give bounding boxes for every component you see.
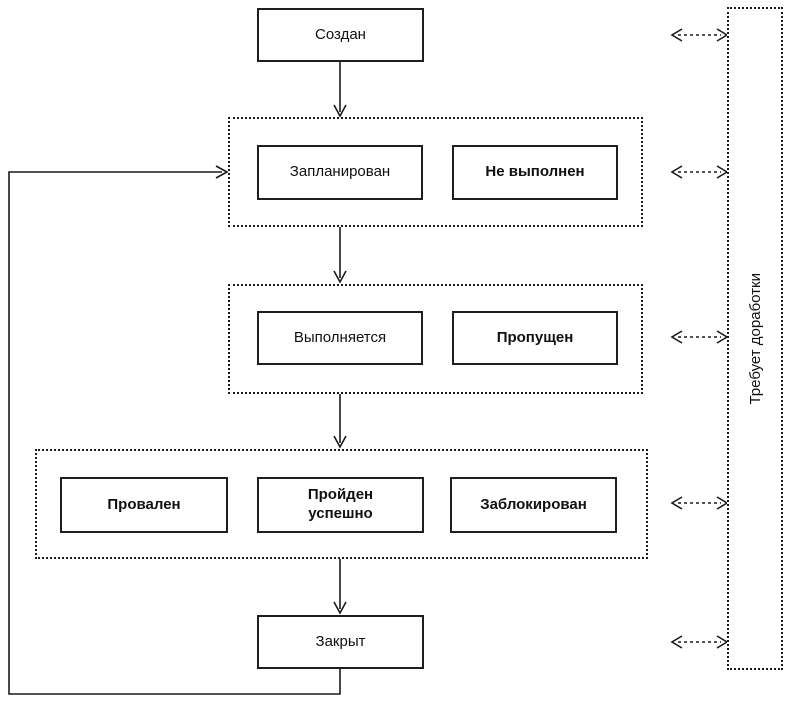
arrow-created-to-planned-group xyxy=(333,62,347,118)
state-not-executed-label: Не выполнен xyxy=(485,163,585,181)
state-planned-label: Запланирован xyxy=(289,163,391,181)
state-in-progress-label: Выполняется xyxy=(293,328,387,346)
state-planned: Запланирован xyxy=(257,145,423,200)
state-in-progress: Выполняется xyxy=(257,311,423,365)
state-not-executed: Не выполнен xyxy=(452,145,618,200)
arrow-result-to-closed xyxy=(333,559,347,615)
state-passed-label: Пройден успешно xyxy=(307,486,374,522)
double-arrow-created-rework xyxy=(670,28,729,42)
state-passed: Пройден успешно xyxy=(257,477,424,533)
state-blocked: Заблокирован xyxy=(450,477,617,533)
state-failed: Провален xyxy=(60,477,228,533)
state-closed-label: Закрыт xyxy=(315,632,366,650)
rework-panel: Требует доработки xyxy=(727,7,783,670)
state-blocked-label: Заблокирован xyxy=(480,495,587,513)
double-arrow-planned-rework xyxy=(670,165,729,179)
double-arrow-running-rework xyxy=(670,330,729,344)
rework-panel-label: Требует доработки xyxy=(746,272,764,405)
arrow-planned-to-running-group xyxy=(333,227,347,284)
state-closed: Закрыт xyxy=(257,615,424,669)
double-arrow-closed-rework xyxy=(670,635,729,649)
state-failed-label: Провален xyxy=(107,495,181,513)
state-skipped-label: Пропущен xyxy=(496,328,574,346)
double-arrow-result-rework xyxy=(670,496,729,510)
state-created: Создан xyxy=(257,8,424,62)
arrow-running-to-result-group xyxy=(333,394,347,449)
state-skipped: Пропущен xyxy=(452,311,618,365)
state-created-label: Создан xyxy=(315,25,366,43)
